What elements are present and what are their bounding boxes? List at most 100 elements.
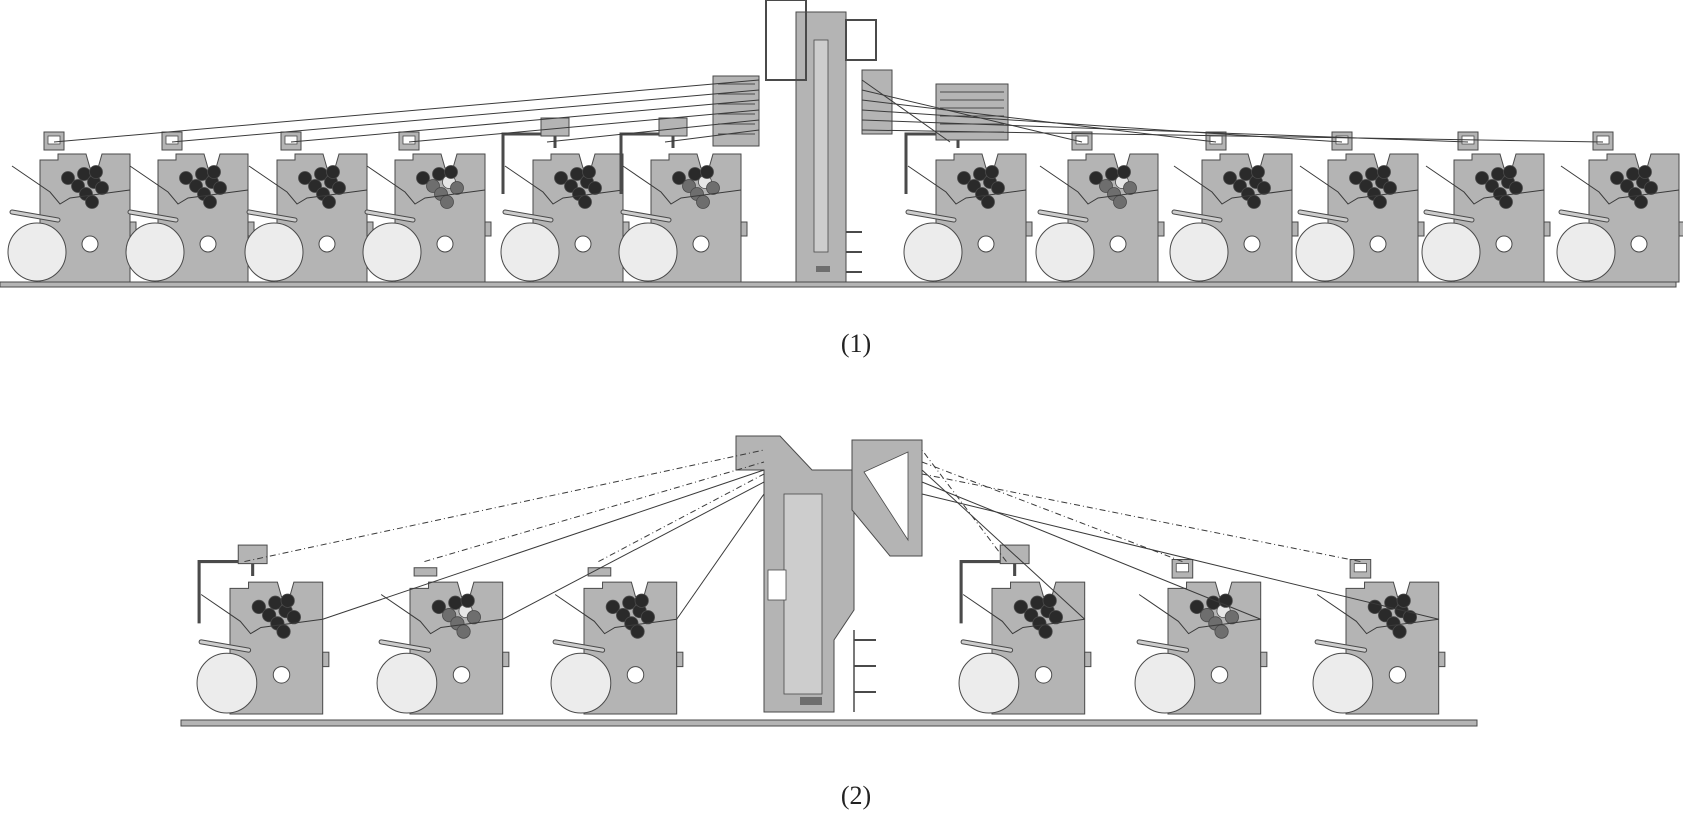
inking-roller [1224, 610, 1239, 625]
inking-roller [456, 624, 471, 639]
turner-bar-window [284, 135, 298, 145]
press-unit-1-10 [1295, 131, 1425, 283]
turner-bar-window [1209, 135, 1223, 145]
inking-roller [1503, 165, 1517, 179]
inking-roller [1634, 195, 1648, 209]
web-path [380, 594, 503, 635]
press-unit-2-4 [958, 544, 1092, 715]
paper-reel [500, 222, 560, 282]
turner-bar-window [1353, 563, 1367, 573]
idler-roller [436, 235, 454, 253]
web-path [554, 594, 677, 635]
angle-bar-box [540, 117, 570, 137]
inking-roller [1113, 195, 1127, 209]
paper-reel [1421, 222, 1481, 282]
inking-roller [582, 165, 596, 179]
press-unit-1-3 [244, 131, 374, 283]
idler-roller [272, 666, 291, 684]
inking-roller [640, 610, 655, 625]
inking-roller [634, 593, 649, 608]
inking-roller [85, 195, 99, 209]
paper-reel [903, 222, 963, 282]
inking-roller [672, 171, 686, 185]
reel-arm-inner [1424, 210, 1474, 222]
press-unit-1-4 [362, 131, 492, 283]
inking-roller [326, 165, 340, 179]
inking-roller [1373, 195, 1387, 209]
inking-roller [298, 171, 312, 185]
inking-roller [578, 195, 592, 209]
side-lug [1025, 221, 1033, 237]
web-path [1316, 594, 1439, 635]
inking-roller [1499, 195, 1513, 209]
side-lug [322, 651, 330, 668]
web-lead [53, 79, 760, 143]
idler-roller [1109, 235, 1127, 253]
inking-roller [696, 195, 710, 209]
turner-bar-window [1335, 135, 1349, 145]
web-path [1173, 165, 1293, 205]
paper-reel [1035, 222, 1095, 282]
reel-arm-inner [247, 210, 297, 222]
reel-arm-inner [961, 640, 1013, 652]
web-lead [861, 109, 1343, 143]
inking-roller [450, 181, 464, 195]
web-lead [921, 469, 1086, 620]
side-lug [1543, 221, 1551, 237]
reel-arm-inner [1137, 640, 1189, 652]
inking-roller [700, 165, 714, 179]
web-path [366, 165, 486, 205]
reel-arm-inner [1315, 640, 1367, 652]
side-lug [1157, 221, 1165, 237]
reel-arm-inner [906, 210, 956, 222]
side-lug [1291, 221, 1299, 237]
paper-reel [196, 652, 258, 714]
folder-window-2 [767, 569, 787, 601]
web-path [622, 165, 742, 205]
web-lead [676, 493, 765, 620]
caption-layout-1: (1) [840, 329, 872, 358]
angle-bar-box [237, 544, 268, 565]
angle-bar-box [658, 117, 688, 137]
paper-reel [376, 652, 438, 714]
side-lug [484, 221, 492, 237]
web-path [962, 594, 1085, 635]
reel-arm-inner [1172, 210, 1222, 222]
inking-roller [630, 624, 645, 639]
side-lug [740, 221, 748, 237]
inking-roller [280, 593, 295, 608]
web-path [504, 165, 624, 205]
press-unit-1-5 [500, 117, 630, 283]
idler-roller [1388, 666, 1407, 684]
inking-roller [444, 165, 458, 179]
inking-roller [207, 165, 221, 179]
inking-roller [1038, 624, 1053, 639]
base-rail-2 [180, 719, 1478, 727]
side-lug [1260, 651, 1268, 668]
reel-arm-inner [379, 640, 431, 652]
web-lead-dashed [921, 449, 1007, 562]
inking-roller [1251, 165, 1265, 179]
inking-roller [554, 171, 568, 185]
web-lead [322, 469, 765, 620]
web-path [1299, 165, 1419, 205]
inking-roller [322, 195, 336, 209]
folder-former-2 [783, 493, 823, 695]
paper-reel [244, 222, 304, 282]
inking-roller [1013, 599, 1028, 614]
turner-frame-window-2 [863, 451, 909, 542]
inking-roller [1189, 599, 1204, 614]
web-path [248, 165, 368, 205]
side-lug [1417, 221, 1425, 237]
inking-roller [440, 195, 454, 209]
press-unit-2-3 [550, 567, 684, 715]
reel-arm-inner [503, 210, 553, 222]
base-rail-1 [0, 281, 1677, 288]
web-path [129, 165, 249, 205]
inking-roller [460, 593, 475, 608]
idler-roller [199, 235, 217, 253]
inking-roller [1610, 171, 1624, 185]
web-path [11, 165, 131, 205]
caption-layout-2: (2) [840, 781, 872, 810]
